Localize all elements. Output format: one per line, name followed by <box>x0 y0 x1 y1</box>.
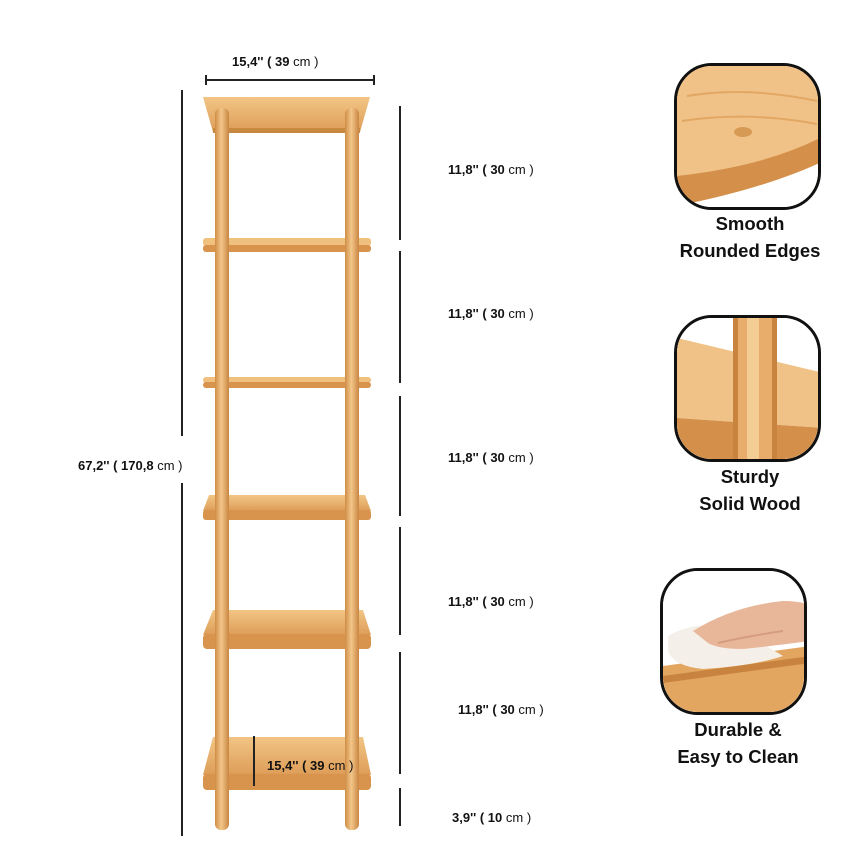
shelf-board-bottom <box>203 737 371 790</box>
solid-wood-post-closeup-image <box>674 315 821 462</box>
feature-label-solid-wood: Sturdy Solid Wood <box>660 463 840 517</box>
gap-label-5: 11,8'' ( 30 cm ) <box>458 702 544 717</box>
feature-2-line-2: Solid Wood <box>699 493 801 514</box>
wiping-cloth-closeup-image <box>660 568 807 715</box>
shelf-unit-illustration <box>203 97 371 830</box>
leg-line <box>399 788 401 826</box>
gap-line-5 <box>399 652 401 774</box>
shelf-board-2 <box>203 238 371 252</box>
feature-3-line-2: Easy to Clean <box>677 746 799 767</box>
depth-dimension-label: 15,4'' ( 39 cm ) <box>267 758 354 773</box>
feature-2-line-1: Sturdy <box>720 466 780 487</box>
width-dimension-tick-right <box>373 75 375 85</box>
gap-line-2 <box>399 251 401 383</box>
shelf-board-top <box>203 97 370 133</box>
gap-line-4 <box>399 527 401 635</box>
rounded-edge-closeup-image <box>674 63 821 210</box>
depth-dimension-line <box>253 736 255 786</box>
gap-line-3 <box>399 396 401 516</box>
shelf-board-4 <box>203 495 371 520</box>
gap-line-1 <box>399 106 401 240</box>
post-right <box>345 108 359 830</box>
width-dimension-line <box>205 79 375 81</box>
leg-height-label: 3,9'' ( 10 cm ) <box>452 810 532 825</box>
feature-1-line-2: Rounded Edges <box>679 240 821 261</box>
height-dimension-line-lower <box>181 483 183 836</box>
gap-label-3: 11,8'' ( 30 cm ) <box>448 450 534 465</box>
feature-3-line-1: Durable & <box>694 719 782 740</box>
gap-label-1: 11,8'' ( 30 cm ) <box>448 162 534 177</box>
width-dimension-tick-left <box>205 75 207 85</box>
shelf-board-3 <box>203 377 371 388</box>
gap-label-2: 11,8'' ( 30 cm ) <box>448 306 534 321</box>
feature-1-line-1: Smooth <box>715 213 785 234</box>
height-dimension-label: 67,2'' ( 170,8 cm ) <box>78 458 183 473</box>
feature-label-easy-clean: Durable & Easy to Clean <box>648 716 828 770</box>
height-dimension-line-upper <box>181 90 183 436</box>
feature-label-rounded-edges: Smooth Rounded Edges <box>660 210 840 264</box>
post-left <box>215 108 229 830</box>
width-dimension-label: 15,4'' ( 39 cm ) <box>232 54 319 69</box>
shelf-board-5 <box>203 610 371 649</box>
gap-label-4: 11,8'' ( 30 cm ) <box>448 594 534 609</box>
